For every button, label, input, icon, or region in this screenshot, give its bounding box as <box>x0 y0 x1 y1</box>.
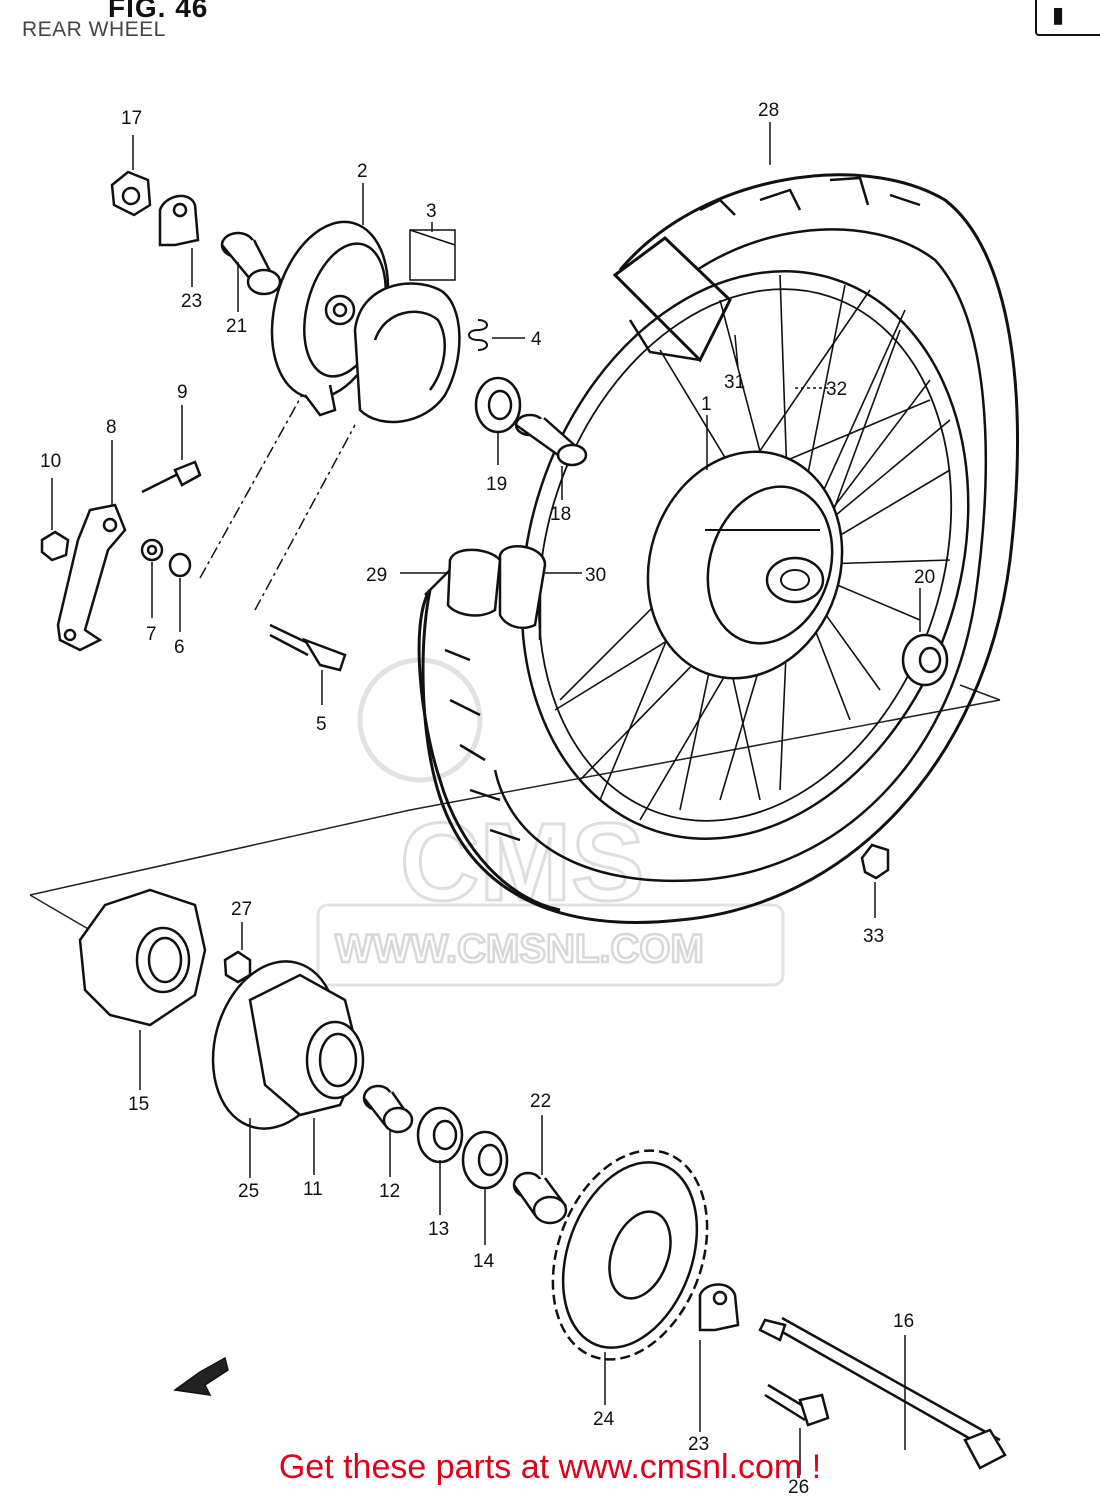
cush-rubber-15 <box>78 888 207 1027</box>
callout-5: 5 <box>316 714 327 735</box>
corner-frame <box>1035 0 1100 36</box>
callout-7: 7 <box>146 624 157 645</box>
rim-and-spokes <box>520 270 970 840</box>
callout-16: 16 <box>893 1311 914 1332</box>
callout-20: 20 <box>914 567 935 588</box>
callout-11: 11 <box>303 1179 323 1200</box>
bearing-13 <box>416 1106 464 1164</box>
callout-23-bottom: 23 <box>688 1434 709 1455</box>
callout-15: 15 <box>128 1094 149 1115</box>
bearing-19 <box>474 376 522 434</box>
collar-12 <box>362 1084 414 1134</box>
callout-29: 29 <box>366 565 387 586</box>
callout-3: 3 <box>426 201 437 222</box>
callout-9: 9 <box>177 382 188 403</box>
bearing-20 <box>901 633 949 687</box>
plane-line-right <box>959 684 1001 701</box>
brake-shoes <box>353 229 461 424</box>
sprocket-drum-11 <box>211 960 365 1130</box>
brake-lever-8 <box>56 503 127 652</box>
inner-tube <box>446 545 547 630</box>
callout-23-top: 23 <box>181 291 202 312</box>
callout-17: 17 <box>121 108 142 129</box>
figure-number: FIG. 46 <box>108 0 209 23</box>
axle-16 <box>758 1316 1007 1470</box>
callout-28: 28 <box>758 100 779 121</box>
callout-numbers: 17 2 3 28 23 21 4 31 32 9 8 10 1 19 18 2… <box>40 100 935 1498</box>
brake-cam-5 <box>269 623 347 672</box>
callout-31: 31 <box>724 372 745 393</box>
callout-2: 2 <box>357 161 368 182</box>
plane-line-upper <box>29 699 1001 896</box>
collar-22 <box>512 1171 568 1225</box>
bolt-9 <box>141 460 202 494</box>
washer-23-bottom <box>698 1283 740 1332</box>
callout-13: 13 <box>428 1219 449 1240</box>
callout-32: 32 <box>826 379 847 400</box>
perspective-plane <box>29 684 1001 931</box>
callout-21: 21 <box>226 316 247 337</box>
watermark: CMS WWW.CMSNL.COM <box>316 657 785 987</box>
callout-10: 10 <box>40 451 61 472</box>
rear-tire <box>417 173 1019 924</box>
corner-mark: ▮ <box>1052 2 1065 27</box>
plane-line-left <box>29 894 91 931</box>
bolt-26 <box>764 1383 830 1427</box>
brake-spring <box>468 319 488 351</box>
callout-24: 24 <box>593 1409 615 1430</box>
callout-8: 8 <box>106 417 117 438</box>
nut-17 <box>110 170 152 217</box>
nut-10 <box>40 530 70 562</box>
oil-seal-14 <box>461 1130 509 1190</box>
callout-14: 14 <box>473 1251 495 1272</box>
washer-7 <box>140 538 164 562</box>
callout-6: 6 <box>174 637 185 658</box>
collar-18 <box>514 413 588 467</box>
callout-4: 4 <box>531 329 542 350</box>
callout-25: 25 <box>238 1181 259 1202</box>
diagram-title: REAR WHEEL <box>22 18 166 41</box>
callout-22: 22 <box>530 1091 551 1112</box>
callout-1: 1 <box>701 394 712 415</box>
watermark-url-box <box>316 903 785 987</box>
callout-26: 26 <box>788 1477 809 1498</box>
callout-19: 19 <box>486 474 507 495</box>
o-ring-6 <box>168 552 192 578</box>
front-direction-arrow-icon <box>173 1356 229 1396</box>
callout-18: 18 <box>550 504 571 525</box>
rear-sprocket-24 <box>551 1149 709 1361</box>
callout-30: 30 <box>585 565 606 586</box>
callout-12: 12 <box>379 1181 400 1202</box>
valve-cap-33 <box>860 843 890 880</box>
watermark-url: WWW.CMSNL.COM <box>335 927 704 971</box>
callout-27: 27 <box>231 899 252 920</box>
washer-23-top <box>158 194 200 247</box>
parts-link-footer[interactable]: Get these parts at www.cmsnl.com ! <box>278 1448 822 1486</box>
callout-33: 33 <box>863 926 884 947</box>
collar-21 <box>220 231 282 296</box>
leader-lines <box>51 122 921 1475</box>
